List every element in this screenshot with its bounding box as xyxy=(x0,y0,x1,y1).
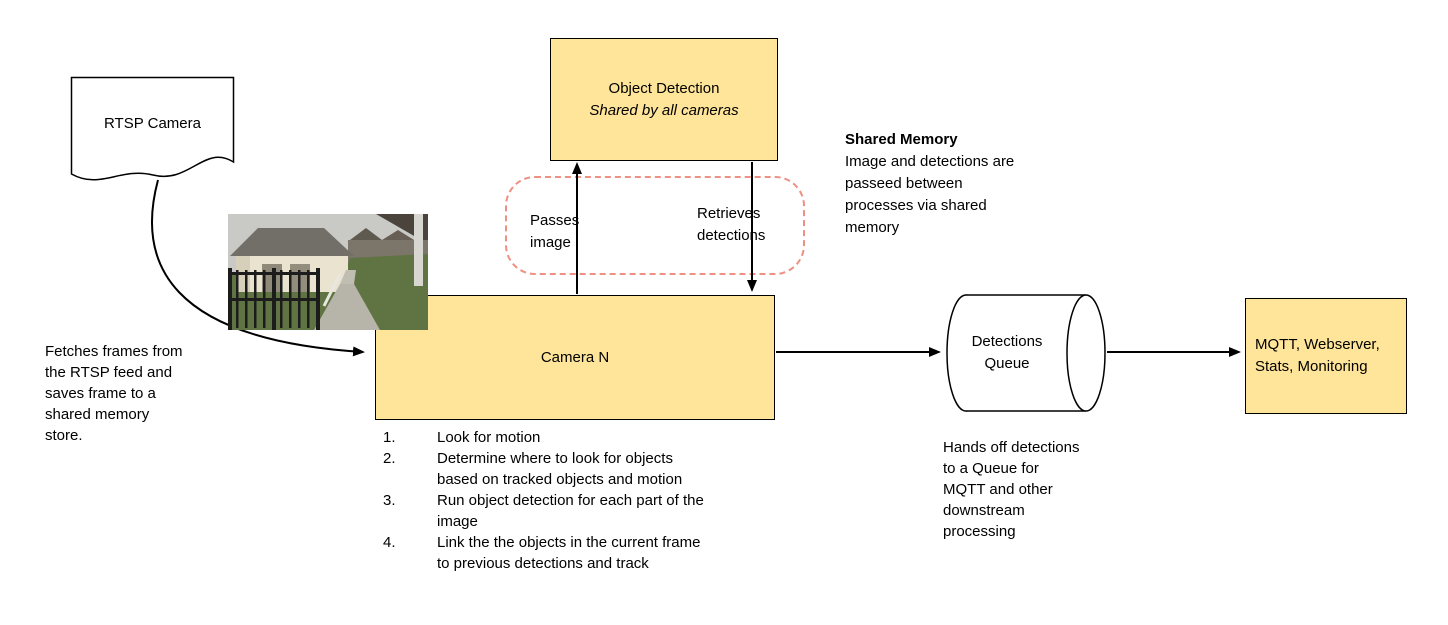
step-text: Run object detection for each part of th… xyxy=(437,492,704,530)
detections-queue-shape xyxy=(946,294,1106,412)
shared-memory-region xyxy=(505,176,805,275)
step-row: 4. Link the the objects in the current f… xyxy=(383,532,773,574)
object-detection-node: Object Detection Shared by all cameras xyxy=(550,38,778,161)
camera-n-node: Camera N xyxy=(375,295,775,420)
queue-note: Hands off detections to a Queue for MQTT… xyxy=(943,439,1080,540)
outputs-label: MQTT, Webserver, Stats, Monitoring xyxy=(1255,336,1380,375)
detections-queue-node: Detections Queue xyxy=(945,293,1107,413)
step-row: 3. Run object detection for each part of… xyxy=(383,490,773,532)
object-detection-title: Object Detection xyxy=(608,79,720,97)
shared-memory-note: Shared Memory Image and detections are p… xyxy=(845,129,1023,239)
step-row: 1. Look for motion xyxy=(383,427,773,448)
step-number: 4. xyxy=(383,534,396,551)
passes-image-label: Passes image xyxy=(530,212,580,251)
camera-n-steps: 1. Look for motion 2. Determine where to… xyxy=(383,427,773,574)
camera-snapshot-image xyxy=(228,214,428,330)
step-text: Link the the objects in the current fram… xyxy=(437,534,701,572)
retrieves-detections-label: Retrieves detections xyxy=(697,205,766,244)
camera-n-label: Camera N xyxy=(540,348,610,366)
object-detection-subtitle: Shared by all cameras xyxy=(589,101,739,119)
step-number: 3. xyxy=(383,492,396,509)
step-number: 2. xyxy=(383,450,396,467)
shared-memory-body: Image and detections are passeed between… xyxy=(845,153,1015,236)
rtsp-camera-shape xyxy=(70,76,235,181)
step-text: Determine where to look for objects base… xyxy=(437,450,683,488)
step-number: 1. xyxy=(383,429,396,446)
step-text: Look for motion xyxy=(437,429,541,446)
rtsp-camera-node: RTSP Camera xyxy=(70,76,235,188)
outputs-node: MQTT, Webserver, Stats, Monitoring xyxy=(1245,298,1407,414)
shared-memory-title: Shared Memory xyxy=(845,131,958,148)
detections-queue-label: Detections Queue xyxy=(971,333,1043,372)
rtsp-camera-label: RTSP Camera xyxy=(104,114,201,132)
fetch-note: Fetches frames from the RTSP feed and sa… xyxy=(45,343,183,444)
step-row: 2. Determine where to look for objects b… xyxy=(383,448,773,490)
